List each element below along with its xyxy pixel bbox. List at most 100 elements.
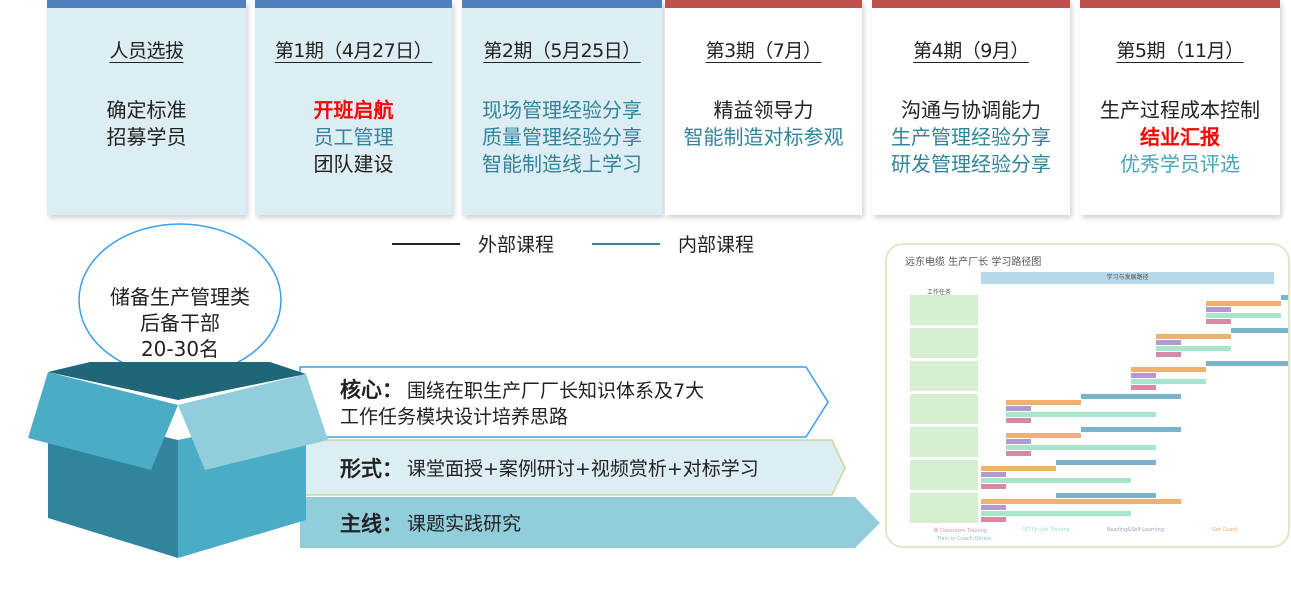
card-topic: 现场管理经验分享 xyxy=(482,98,642,122)
band-main: 主线：课题实践研究 xyxy=(308,497,521,548)
thumbnail-legend-item: Train or Coach Others xyxy=(937,536,992,542)
thumbnail-task-label xyxy=(910,493,978,523)
phase-card: 第3期（7月） 精益领导力智能制造对标参观 xyxy=(665,0,862,215)
phase-card: 第4期（9月） 沟通与协调能力生产管理经验分享研发管理经验分享 xyxy=(872,0,1070,215)
learning-path-thumbnail[interactable]: 远东电缆 生产厂长 学习路径图 学习与发展路径 工作任务 课 Classroom… xyxy=(885,243,1290,548)
legend-line-external xyxy=(392,242,460,245)
legend-label-external: 外部课程 xyxy=(478,234,555,256)
card-topic: 招募学员 xyxy=(106,125,187,149)
box-back xyxy=(48,362,306,400)
thumbnail-bar xyxy=(1206,301,1281,306)
thumbnail-legend-item: Get Coach xyxy=(1212,527,1239,533)
thumbnail-bar xyxy=(981,517,1006,522)
bubble-line-1: 储备生产管理类 xyxy=(110,285,250,309)
band-main-text: 课题实践研究 xyxy=(407,513,522,535)
card-topic: 智能制造对标参观 xyxy=(683,125,844,149)
phase-card: 第5期（11月）生产过程成本控制结业汇报优秀学员评选 xyxy=(1080,0,1280,215)
thumbnail-bar xyxy=(1131,367,1206,372)
thumbnail-bar xyxy=(1156,346,1231,351)
band-form-text: 课堂面授+案例研讨+视频赏析+对标学习 xyxy=(407,458,759,480)
box-left-flap xyxy=(28,372,178,470)
card-title: 第2期（5月25日） xyxy=(483,40,641,62)
thumbnail-legend-item: 课 Classroom Training xyxy=(933,528,987,534)
card-topic: 优秀学员评选 xyxy=(1120,152,1240,176)
thumbnail-bar xyxy=(1006,433,1081,438)
phase-card: 第2期（5月25日） 现场管理经验分享质量管理经验分享智能制造线上学习 xyxy=(462,0,662,215)
thumbnail-bar xyxy=(1206,313,1281,318)
thumbnail-bar xyxy=(1131,373,1156,378)
card-top-bar xyxy=(462,0,662,8)
card-title: 第4期（9月） xyxy=(913,40,1029,62)
card-top-bar xyxy=(47,0,246,8)
band-core-text-1: 围绕在职生产厂厂长知识体系及7大 xyxy=(407,380,705,402)
legend-external: 外部课程 xyxy=(392,230,554,257)
card-topic: 研发管理经验分享 xyxy=(891,152,1051,176)
phase-card: 人员选拔确定标准招募学员 xyxy=(47,0,246,215)
card-topic: 质量管理经验分享 xyxy=(482,125,642,149)
card-topic: 生产过程成本控制 xyxy=(1100,98,1260,122)
thumbnail-task-column: 工作任务 xyxy=(927,289,952,296)
band-core: 核心：围绕在职生产厂厂长知识体系及7大 工作任务模块设计培养思路 xyxy=(308,370,704,436)
band-core-label: 核心： xyxy=(340,378,403,402)
thumbnail-task-label xyxy=(910,460,978,490)
thumbnail-bar xyxy=(981,484,1006,489)
card-top-bar xyxy=(872,0,1070,8)
legend-internal: 内部课程 xyxy=(592,230,754,257)
thumbnail-chart xyxy=(910,295,1288,523)
thumbnail-bar xyxy=(1006,412,1156,417)
card-title: 第1期（4月27日） xyxy=(274,40,433,62)
thumbnail-bar xyxy=(981,466,1056,471)
thumbnail-bar xyxy=(1081,427,1181,432)
thumbnail-bar xyxy=(981,472,1006,477)
card-topic: 生产管理经验分享 xyxy=(891,125,1051,149)
thumbnail-bar xyxy=(1006,451,1031,456)
thumbnail-bar xyxy=(1006,400,1081,405)
card-title: 第3期（7月） xyxy=(705,40,822,62)
thumbnail-bar xyxy=(981,478,1131,483)
band-core-text-2: 工作任务模块设计培养思路 xyxy=(340,406,569,428)
card-topic: 智能制造线上学习 xyxy=(482,152,642,176)
phase-card: 第1期（4月27日） 开班启航员工管理团队建设 xyxy=(255,0,452,215)
thumbnail-task-label xyxy=(910,328,978,358)
thumbnail-legend-item: Reading&Self Learning xyxy=(1107,527,1164,533)
thumbnail-bar xyxy=(981,505,1006,510)
thumbnail-bar xyxy=(1006,439,1031,444)
legend-label-internal: 内部课程 xyxy=(678,234,755,256)
card-topic: 精益领导力 xyxy=(713,98,814,122)
thumbnail-bar xyxy=(1006,445,1156,450)
thumbnail-bar xyxy=(1206,319,1231,324)
thumbnail-bar xyxy=(1231,328,1288,333)
thumbnail-legend-item: OJT On Job Training xyxy=(1022,527,1070,533)
thumbnail-bar xyxy=(1206,307,1231,312)
thumbnail-task-label xyxy=(910,361,978,391)
card-top-bar xyxy=(1080,0,1280,8)
thumbnail-bar xyxy=(1281,295,1288,300)
thumbnail-bar xyxy=(1056,493,1156,498)
card-top-bar xyxy=(665,0,862,8)
card-title: 第5期（11月） xyxy=(1116,40,1244,62)
thumbnail-bar xyxy=(1056,460,1156,465)
card-title: 人员选拔 xyxy=(109,40,184,62)
box-illustration xyxy=(28,223,880,558)
thumbnail-bar xyxy=(1156,340,1181,345)
thumbnail-bar xyxy=(1156,352,1181,357)
thumbnail-bar xyxy=(1131,385,1156,390)
bubble-line-2: 后备干部 xyxy=(140,311,220,335)
card-topic: 确定标准 xyxy=(106,98,187,122)
band-form: 形式：课堂面授+案例研讨+视频赏析+对标学习 xyxy=(308,440,759,495)
legend-line-internal xyxy=(592,242,660,245)
thumbnail-bar xyxy=(981,499,1181,504)
card-topic: 团队建设 xyxy=(313,152,394,176)
card-topic: 沟通与协调能力 xyxy=(901,98,1041,122)
band-form-label: 形式： xyxy=(340,456,403,481)
thumbnail-header: 学习与发展路径 xyxy=(981,272,1274,284)
box-right-flap xyxy=(178,374,328,470)
thumbnail-bar xyxy=(1156,334,1231,339)
bubble-line-3: 20-30名 xyxy=(140,337,220,361)
band-main-shape xyxy=(300,497,880,548)
thumbnail-task-label xyxy=(910,295,978,325)
card-topic: 开班启航 xyxy=(313,98,394,122)
card-top-bar xyxy=(255,0,452,8)
thumbnail-task-label xyxy=(910,427,978,457)
card-topic: 员工管理 xyxy=(313,125,394,149)
